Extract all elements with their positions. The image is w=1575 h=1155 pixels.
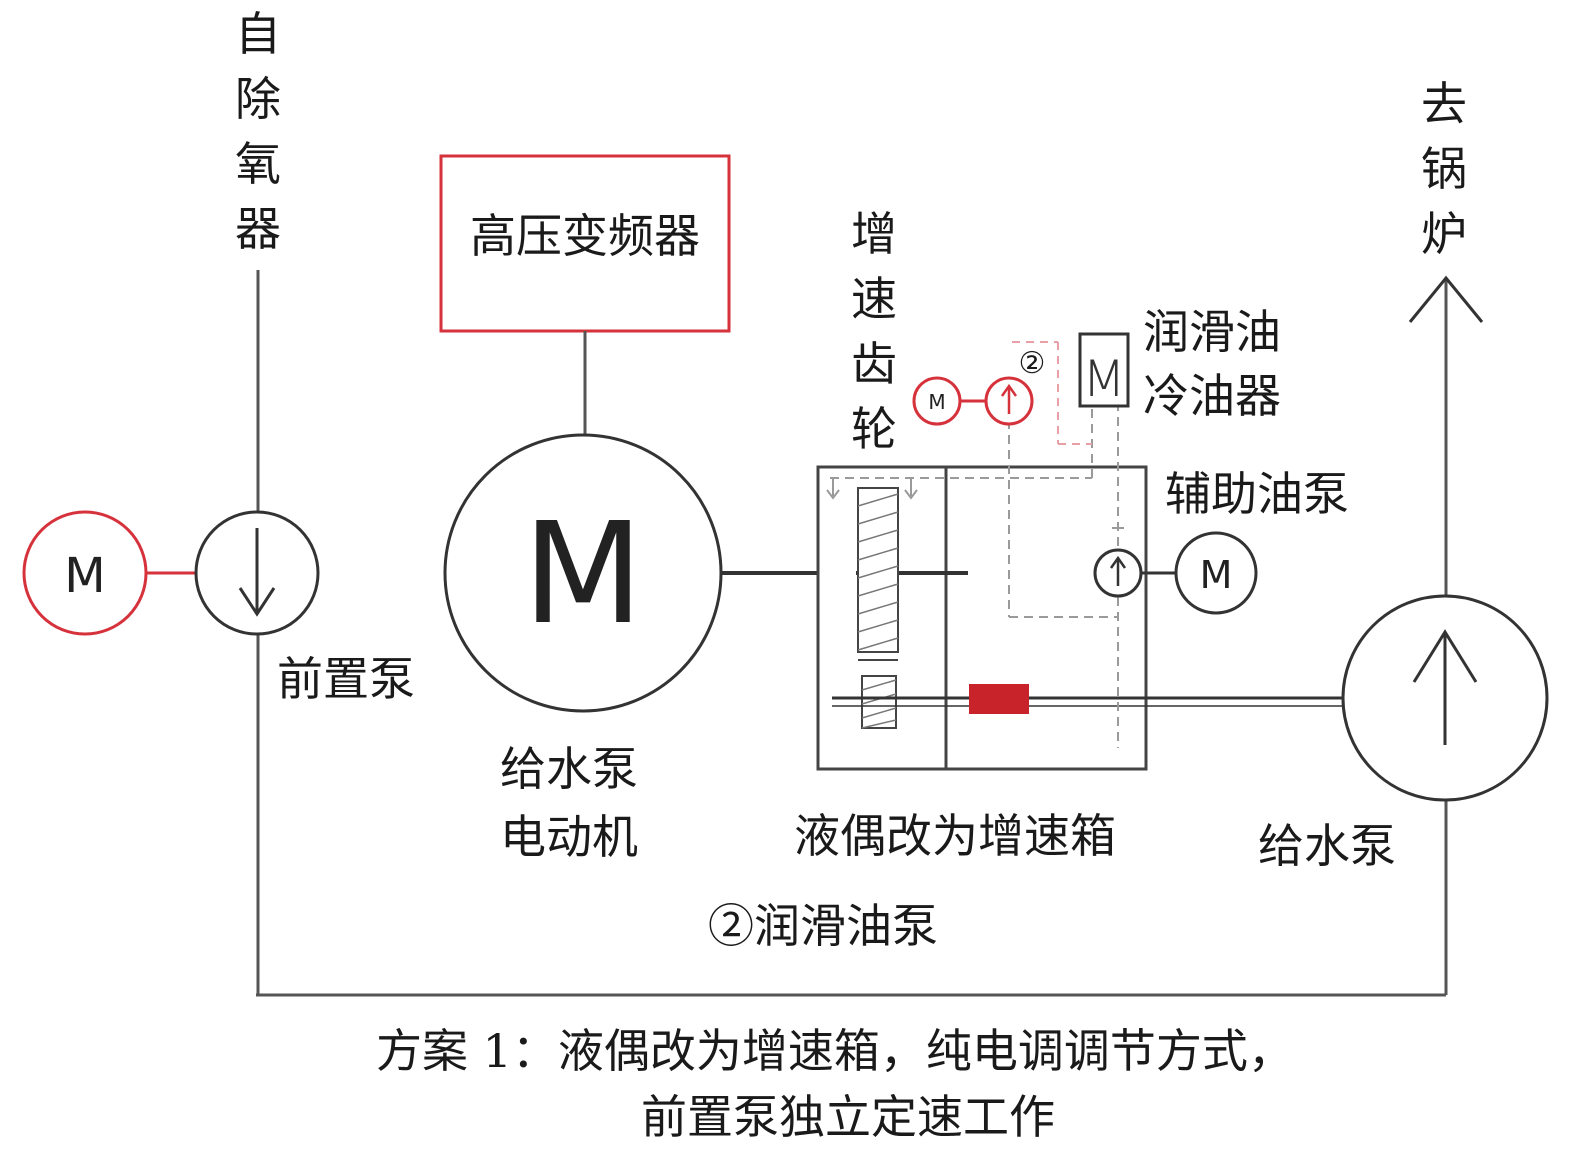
- feed-pump-label: 给水泵: [1258, 819, 1396, 873]
- svg-text:去: 去: [1421, 77, 1467, 131]
- large-gear-icon: [857, 487, 899, 661]
- vfd-box: [439, 154, 731, 333]
- aux-pump-motor-letter: M: [1200, 553, 1233, 597]
- svg-text:方案 1：液偶改为增速箱，纯电调调节方式，: 方案 1：液偶改为增速箱，纯电调调节方式，: [376, 1024, 1294, 1078]
- feed-pump-motor-label: 给水泵 电动机: [500, 742, 638, 864]
- lube-pump-motor-icon: [912, 376, 962, 426]
- coupling-block: [969, 684, 1029, 714]
- svg-text:自: 自: [235, 7, 281, 61]
- svg-text:炉: 炉: [1421, 207, 1467, 261]
- aux-oil-pump-group: M: [1093, 531, 1258, 615]
- lube-cooler-box: [1078, 332, 1130, 408]
- deaerator-label: 自 除 氧 器: [235, 7, 281, 256]
- figure-caption: 方案 1：液偶改为增速箱，纯电调调节方式， 前置泵独立定速工作: [376, 1024, 1294, 1144]
- gearbox-group: [816, 402, 1344, 771]
- aux-oil-pump-label: 辅助油泵: [1165, 467, 1349, 521]
- aux-pump-motor-icon: [1174, 531, 1258, 615]
- gear-label: 增 速 齿 轮: [851, 207, 897, 456]
- svg-text:器: 器: [235, 202, 281, 256]
- lube-pump-motor-letter: M: [928, 390, 945, 414]
- lube-cooler-label: 润滑油 冷油器: [1143, 305, 1281, 423]
- lube-cooler-group: M: [1078, 332, 1130, 408]
- svg-text:前置泵独立定速工作: 前置泵独立定速工作: [641, 1090, 1055, 1144]
- svg-text:齿: 齿: [851, 337, 897, 391]
- feed-pump-motor-group: M: [443, 433, 968, 713]
- svg-text:润滑油: 润滑油: [1143, 305, 1281, 359]
- vfd-group: 高压变频器: [439, 154, 731, 437]
- lube-cooler-letter: M: [1082, 350, 1125, 408]
- lube-pump-mark: ②: [1019, 346, 1046, 381]
- lube-oil-pump-group: M ②: [912, 341, 1092, 445]
- svg-text:增: 增: [851, 207, 897, 261]
- booster-motor-letter: M: [64, 548, 105, 604]
- svg-text:电动机: 电动机: [500, 810, 638, 864]
- booster-pump-label: 前置泵: [277, 652, 415, 706]
- svg-text:给水泵: 给水泵: [500, 742, 638, 796]
- svg-text:锅: 锅: [1421, 142, 1467, 196]
- booster-motor-icon: [22, 510, 148, 636]
- svg-text:速: 速: [851, 272, 897, 326]
- svg-text:氧: 氧: [235, 137, 281, 191]
- feed-pump-motor-letter: M: [523, 493, 644, 656]
- svg-text:冷油器: 冷油器: [1143, 369, 1281, 423]
- vfd-label: 高压变频器: [470, 209, 700, 263]
- svg-text:轮: 轮: [851, 402, 897, 456]
- lube-oil-pump-label: ②润滑油泵: [708, 899, 938, 953]
- pinion-gear-icon: [861, 675, 897, 729]
- gearbox-label: 液偶改为增速箱: [794, 809, 1116, 863]
- svg-text:除: 除: [235, 72, 281, 126]
- boiler-label: 去 锅 炉: [1421, 77, 1467, 261]
- feed-pump-group: [1341, 594, 1549, 802]
- boiler-arrow-icon: [1408, 275, 1484, 323]
- booster-pump-group: M: [22, 510, 320, 636]
